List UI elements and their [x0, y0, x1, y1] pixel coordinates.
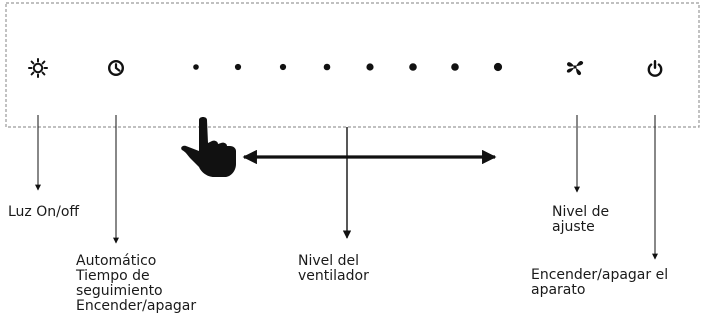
label-fan-level-line: Nivel del: [298, 253, 359, 269]
panel-frame: [5, 2, 700, 128]
speed-dot-2[interactable]: [234, 63, 242, 71]
power-icon[interactable]: [647, 59, 663, 77]
speed-dot-6[interactable]: [409, 63, 417, 71]
speed-dot-1[interactable]: [193, 64, 199, 70]
label-light-line: Luz On/off: [8, 204, 80, 220]
speed-dot-3[interactable]: [279, 63, 287, 71]
label-fan-level: Nivel del ventilador: [298, 254, 369, 284]
speed-dot-5[interactable]: [366, 63, 374, 71]
label-power-line: Encender/apagar el: [531, 267, 669, 283]
label-timer-line: Tiempo de: [76, 268, 150, 284]
label-power: Encender/apagar el aparato: [531, 268, 668, 298]
label-light: Luz On/off: [8, 205, 79, 220]
clock-icon[interactable]: [107, 59, 125, 77]
label-power-line: aparato: [531, 282, 586, 298]
speed-dot-7[interactable]: [451, 63, 459, 71]
label-timer-line: Automático: [76, 253, 157, 269]
label-timer: Automático Tiempo de seguimiento Encende…: [76, 254, 196, 314]
hand-pointer-icon: [181, 117, 236, 177]
label-adjust-level: Nivel de ajuste: [552, 205, 609, 235]
speed-dot-8[interactable]: [493, 62, 503, 72]
sun-icon[interactable]: [28, 58, 48, 78]
label-timer-line: seguimiento: [76, 283, 163, 299]
label-fan-level-line: ventilador: [298, 268, 369, 284]
fan-icon[interactable]: [566, 60, 584, 76]
label-timer-line: Encender/apagar: [76, 298, 197, 314]
label-adjust-level-line: Nivel de: [552, 204, 610, 220]
label-adjust-level-line: ajuste: [552, 219, 595, 235]
speed-dot-4[interactable]: [323, 63, 331, 71]
